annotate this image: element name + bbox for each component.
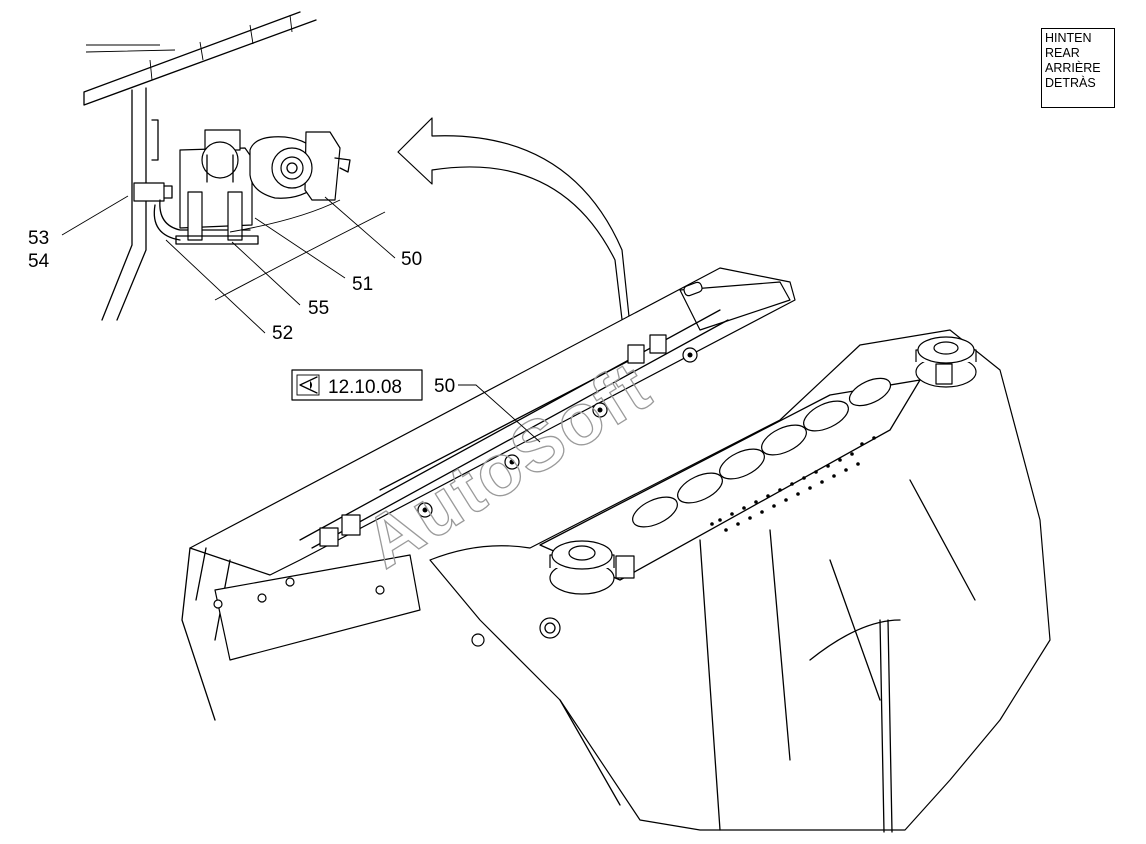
detail-arrow <box>397 117 633 346</box>
clamp-53 <box>133 182 165 202</box>
callout-54: 54 <box>28 251 50 272</box>
direction-es: DETRÀS <box>1045 76 1096 90</box>
tank-recesses <box>632 377 892 528</box>
direction-en: REAR <box>1045 46 1080 60</box>
callout-50-detail: 50 <box>401 249 422 270</box>
direction-de: HINTEN <box>1045 31 1092 45</box>
nozzle-cap-50 <box>249 131 351 201</box>
view-eye-icon <box>296 374 320 396</box>
callout-51: 51 <box>352 274 373 295</box>
callout-55: 55 <box>308 298 329 319</box>
direction-fr: ARRIÈRE <box>1045 61 1101 75</box>
tank-fill-cap-front <box>549 540 635 595</box>
reference-number: 12.10.08 <box>328 377 402 398</box>
direction-box: HINTEN REAR ARRIÈRE DETRÀS <box>1041 28 1115 108</box>
tank-fill-cap-rear <box>915 336 977 388</box>
callout-50-main: 50 <box>434 376 455 397</box>
detail-inset: 53 54 50 51 55 52 <box>28 11 422 344</box>
main-assembly <box>181 267 1051 833</box>
callout-52: 52 <box>272 323 293 344</box>
vent-grid <box>710 436 876 532</box>
reference-tag: 12.10.08 <box>291 369 423 401</box>
spray-bar-nozzles <box>319 334 698 547</box>
callout-53: 53 <box>28 228 49 249</box>
